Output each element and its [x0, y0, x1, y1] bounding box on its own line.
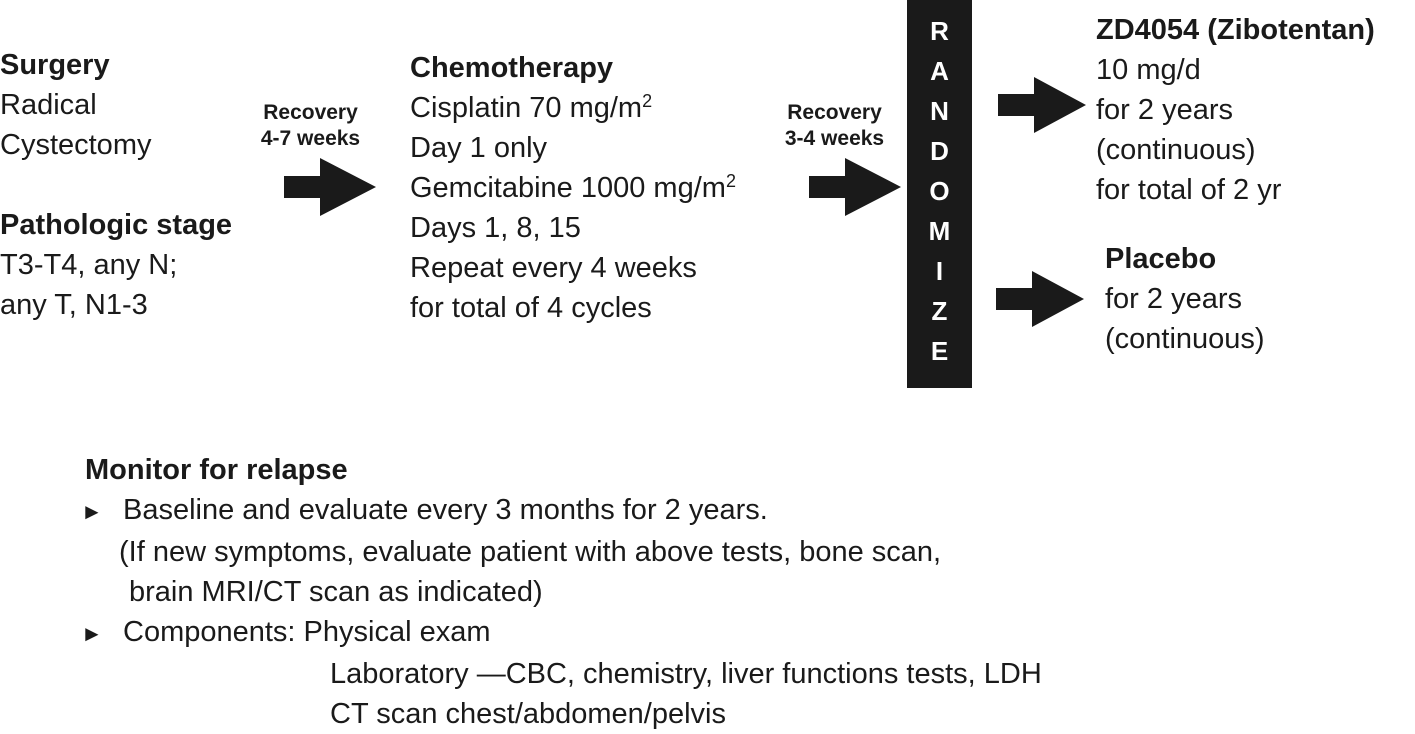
- arm-zd4054-title: ZD4054 (Zibotentan): [1096, 14, 1375, 46]
- arrow-right-icon: [998, 77, 1086, 133]
- randomize-bar: R A N D O M I Z E: [907, 0, 972, 388]
- randomize-letter: Z: [931, 296, 948, 326]
- bullet-triangle-icon: ►: [81, 499, 103, 524]
- randomize-letter: I: [935, 256, 944, 286]
- arrow-right-icon: [809, 158, 901, 216]
- surgery-line: Radical: [0, 89, 97, 121]
- recovery-1-line1: Recovery: [263, 101, 358, 124]
- arm-zd4054-line: for total of 2 yr: [1096, 174, 1282, 206]
- monitor-block: Monitor for relapse ►Baseline and evalua…: [81, 450, 1042, 734]
- arrow-right-icon: [284, 158, 376, 216]
- pathologic-stage-block: Pathologic stage T3-T4, any N; any T, N1…: [0, 205, 232, 325]
- arm-placebo-title: Placebo: [1105, 243, 1217, 275]
- recovery-2-line2: 3-4 weeks: [784, 127, 885, 150]
- monitor-bullet-1: ►Baseline and evaluate every 3 months fo…: [81, 490, 1042, 532]
- pathologic-stage-title: Pathologic stage: [0, 209, 233, 241]
- monitor-title: Monitor for relapse: [85, 454, 348, 486]
- recovery-2-line1: Recovery: [787, 101, 882, 124]
- chemotherapy-block: Chemotherapy Cisplatin 70 mg/m2 Day 1 on…: [410, 48, 736, 328]
- cisplatin-dose: Cisplatin 70 mg/m2: [410, 91, 653, 124]
- monitor-component-lab: Laboratory —CBC, chemistry, liver functi…: [330, 658, 1042, 690]
- gemcitabine-schedule: Days 1, 8, 15: [410, 212, 581, 244]
- recovery-1-line2: 4-7 weeks: [260, 127, 361, 150]
- chemotherapy-title: Chemotherapy: [410, 52, 614, 84]
- randomize-letter: N: [930, 96, 949, 126]
- chemo-repeat: Repeat every 4 weeks: [410, 252, 697, 284]
- arm-placebo-line: for 2 years: [1105, 283, 1242, 315]
- randomize-letter: E: [930, 336, 949, 366]
- randomize-letter: A: [930, 56, 949, 86]
- surgery-line: Cystectomy: [0, 129, 152, 161]
- arm-zd4054-line: for 2 years: [1096, 94, 1233, 126]
- pathologic-stage-line: T3-T4, any N;: [0, 249, 178, 281]
- pathologic-stage-line: any T, N1-3: [0, 289, 148, 321]
- chemo-total: for total of 4 cycles: [410, 292, 652, 324]
- surgery-title: Surgery: [0, 49, 110, 81]
- monitor-component-ct: CT scan chest/abdomen/pelvis: [330, 698, 727, 730]
- bullet-triangle-icon: ►: [81, 621, 103, 646]
- gemcitabine-dose: Gemcitabine 1000 mg/m2: [410, 171, 736, 204]
- randomize-letter: R: [930, 16, 949, 46]
- monitor-note-1: (If new symptoms, evaluate patient with …: [119, 536, 942, 568]
- recovery-label-2: Recovery 3-4 weeks: [772, 100, 897, 152]
- arm-zd4054-block: ZD4054 (Zibotentan) 10 mg/d for 2 years …: [1096, 10, 1375, 210]
- arm-placebo-block: Placebo for 2 years (continuous): [1105, 239, 1265, 359]
- randomize-letter: D: [930, 136, 949, 166]
- surgery-block: Surgery Radical Cystectomy: [0, 45, 151, 165]
- arm-zd4054-line: 10 mg/d: [1096, 54, 1201, 86]
- cisplatin-schedule: Day 1 only: [410, 132, 548, 164]
- monitor-bullet-2: ►Components: Physical exam: [81, 612, 1042, 654]
- arm-zd4054-line: (continuous): [1096, 134, 1256, 166]
- recovery-label-1: Recovery 4-7 weeks: [248, 100, 373, 152]
- randomize-letter: M: [928, 216, 951, 246]
- randomize-letter: O: [929, 176, 950, 206]
- arrow-right-icon: [996, 271, 1084, 327]
- monitor-note-2: brain MRI/CT scan as indicated): [129, 576, 543, 608]
- arm-placebo-line: (continuous): [1105, 323, 1265, 355]
